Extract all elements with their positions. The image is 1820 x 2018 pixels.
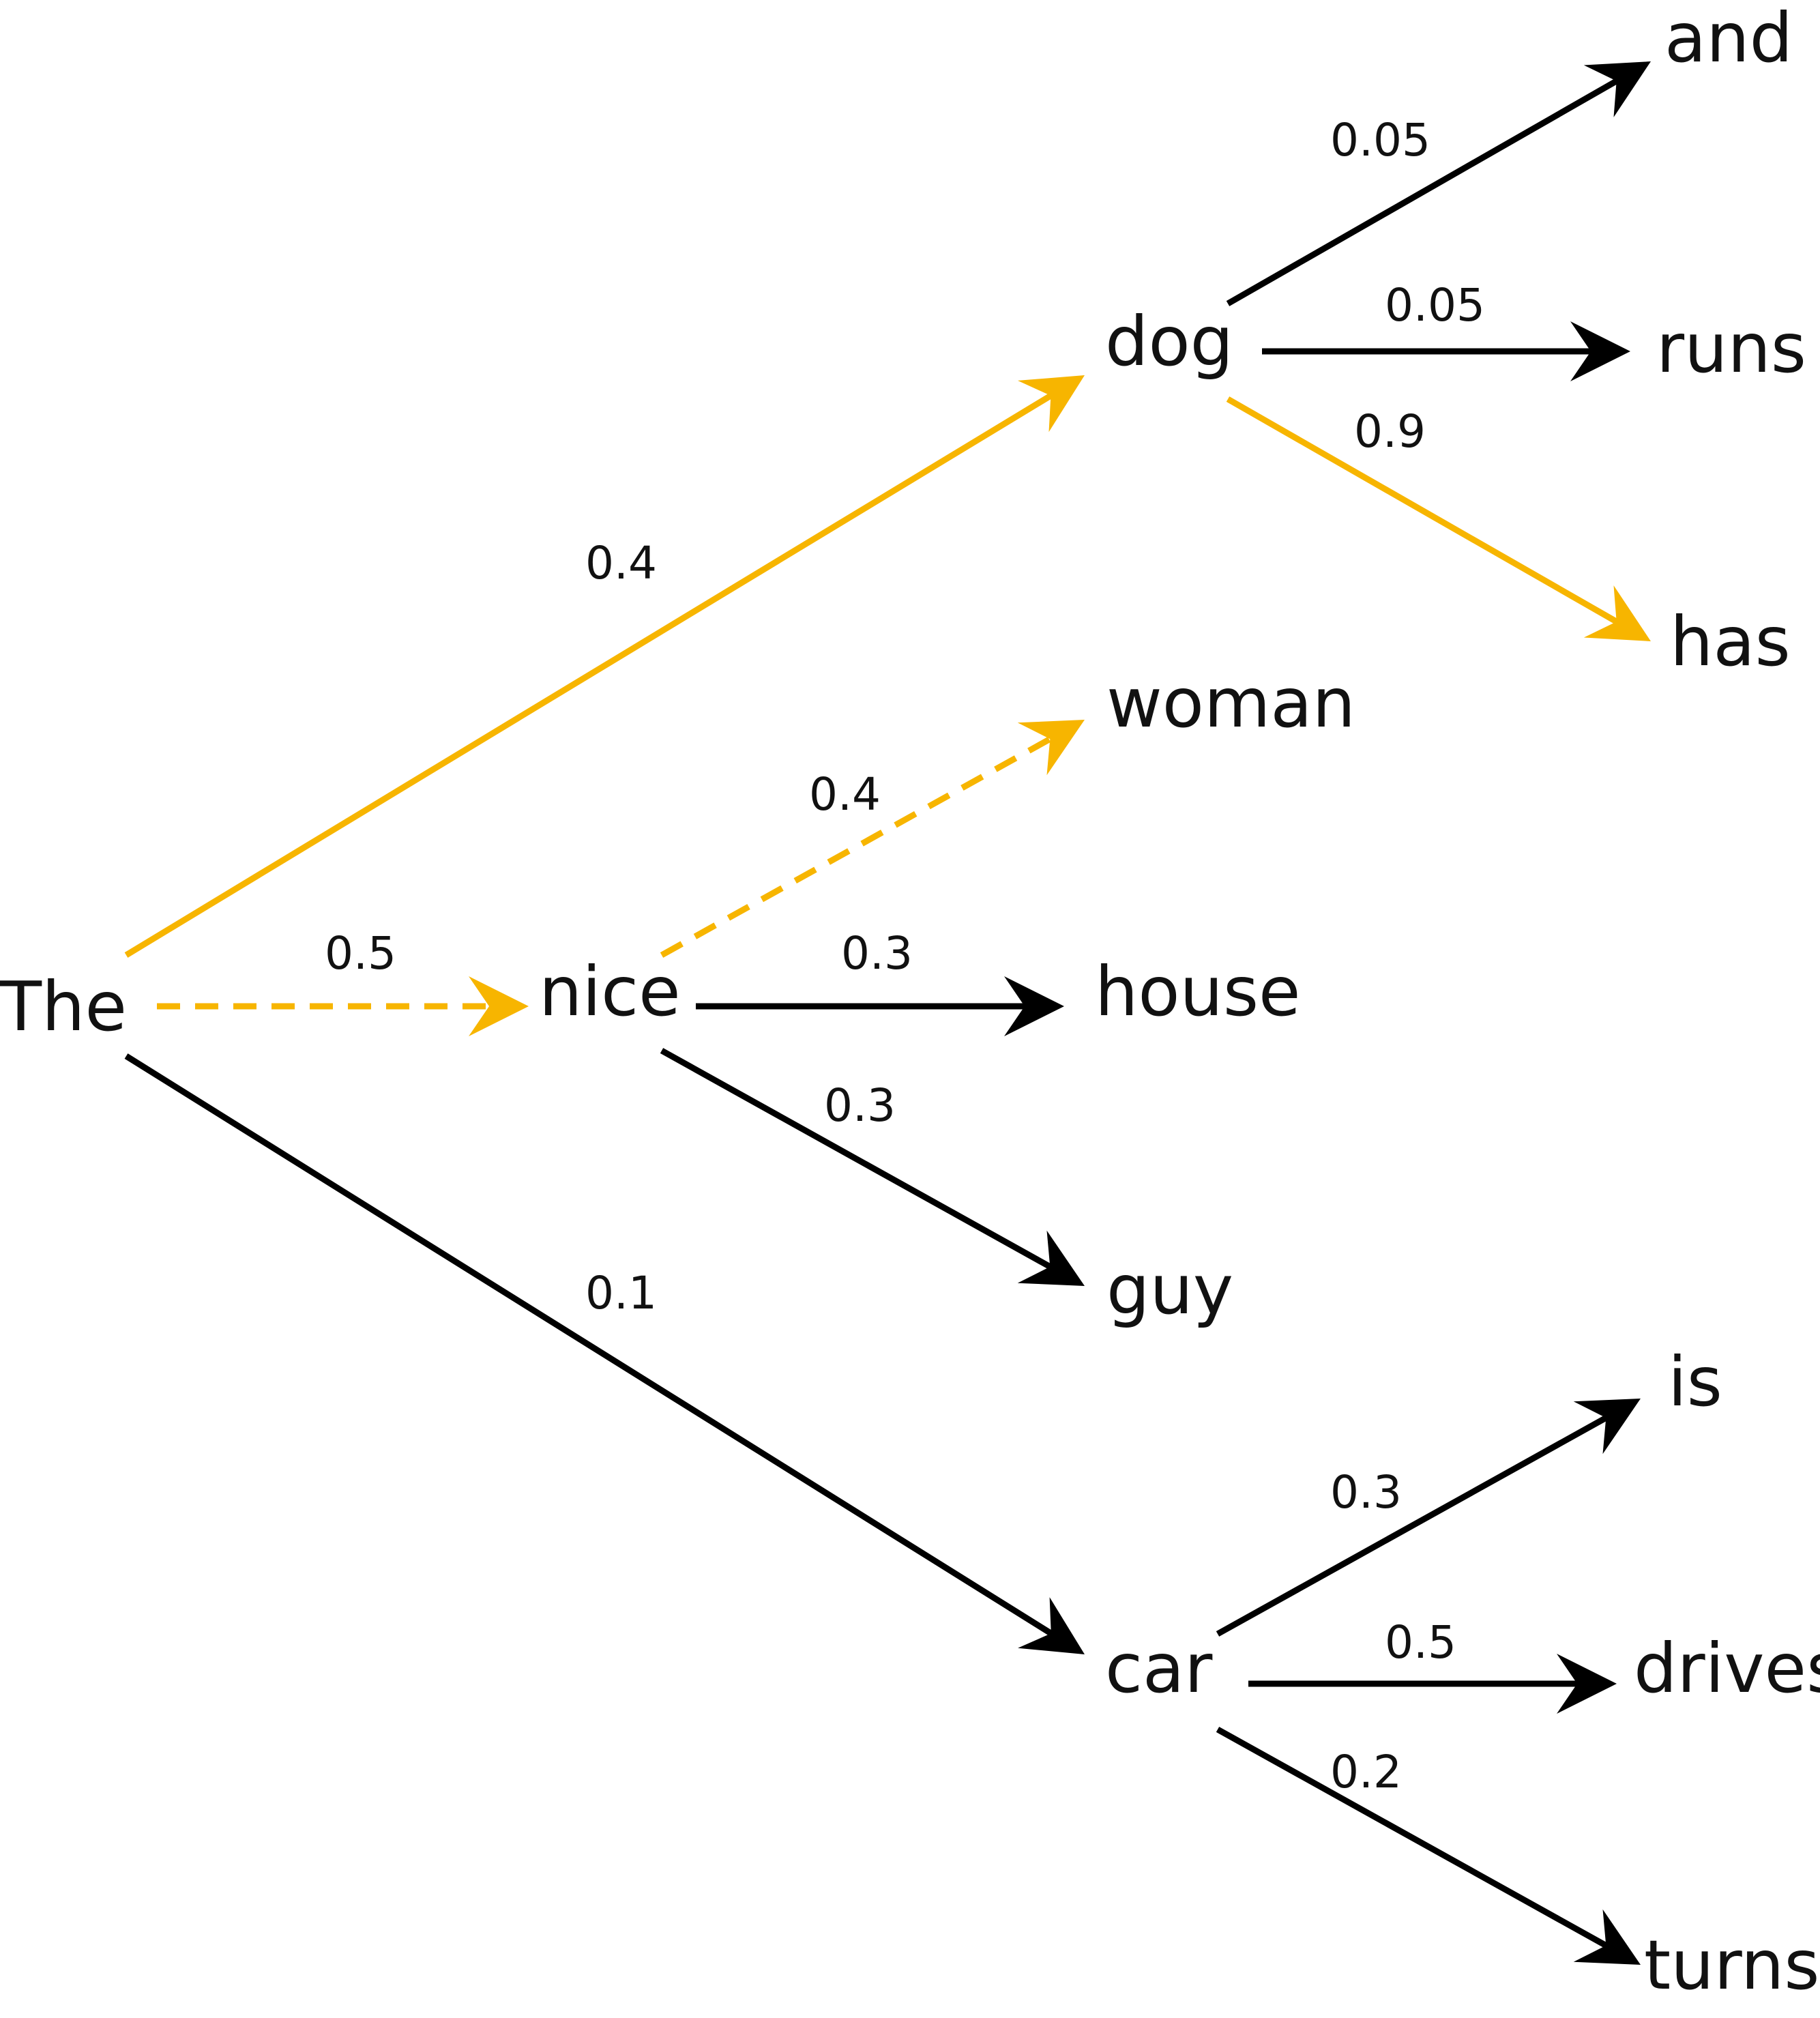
edge-the-car-line: [124, 1053, 1057, 1639]
edge-label-dog-runs: 0.05: [1385, 279, 1485, 332]
node-is: is: [1668, 1342, 1722, 1422]
edge-label-dog-and: 0.05: [1330, 114, 1430, 166]
edge-label-the-nice: 0.5: [325, 927, 396, 980]
edge-label-car-turns: 0.2: [1330, 1746, 1402, 1798]
edge-car-turns-line: [1216, 1727, 1611, 1950]
edge-the-dog-arrowhead: [1017, 375, 1085, 433]
edge-dog-runs-arrowhead: [1570, 321, 1630, 381]
edge-car-drives-arrowhead: [1557, 1654, 1617, 1714]
edge-label-dog-has: 0.9: [1354, 405, 1426, 458]
node-woman: woman: [1106, 663, 1355, 743]
edge-dog-has-arrowhead: [1583, 585, 1651, 641]
node-the: The: [0, 967, 127, 1047]
edge-label-nice-guy: 0.3: [824, 1079, 896, 1132]
edge-label-the-dog: 0.4: [585, 537, 657, 589]
edge-label-the-car: 0.1: [585, 1267, 657, 1319]
edge-car-is-line: [1216, 1413, 1611, 1637]
edge-car-is-arrowhead: [1573, 1399, 1641, 1454]
edge-the-nice-arrowhead: [469, 976, 529, 1036]
edge-nice-woman-arrowhead: [1017, 720, 1085, 776]
node-runs: runs: [1656, 308, 1806, 388]
edge-dog-has-line: [1226, 396, 1622, 627]
node-and: and: [1664, 0, 1793, 78]
edge-label-nice-house: 0.3: [841, 927, 913, 980]
probability-labels: 0.4 0.5 0.1 0.05 0.05 0.9 0.4 0.3 0.3 0.…: [325, 114, 1485, 1798]
node-drives: drives: [1634, 1628, 1820, 1708]
edge-car-turns-arrowhead: [1573, 1909, 1641, 1965]
edge-nice-house-arrowhead: [1004, 976, 1064, 1036]
node-dog: dog: [1105, 302, 1233, 381]
edge-label-car-is: 0.3: [1330, 1466, 1402, 1519]
edge-dog-and-arrowhead: [1583, 61, 1651, 117]
node-guy: guy: [1106, 1250, 1233, 1330]
node-has: has: [1670, 602, 1791, 682]
edge-label-nice-woman: 0.4: [809, 768, 881, 821]
node-car: car: [1105, 1628, 1213, 1708]
edge-nice-guy-arrowhead: [1017, 1230, 1085, 1286]
edge-dog-and-line: [1226, 76, 1622, 306]
edge-the-dog-line: [124, 391, 1056, 958]
node-house: house: [1095, 952, 1301, 1032]
edges-group: [124, 61, 1651, 1965]
node-turns: turns: [1644, 1925, 1819, 2005]
node-nice: nice: [539, 952, 681, 1032]
edge-the-car-arrowhead: [1018, 1597, 1085, 1654]
edge-nice-guy-line: [660, 1048, 1055, 1272]
edge-label-car-drives: 0.5: [1385, 1616, 1456, 1669]
